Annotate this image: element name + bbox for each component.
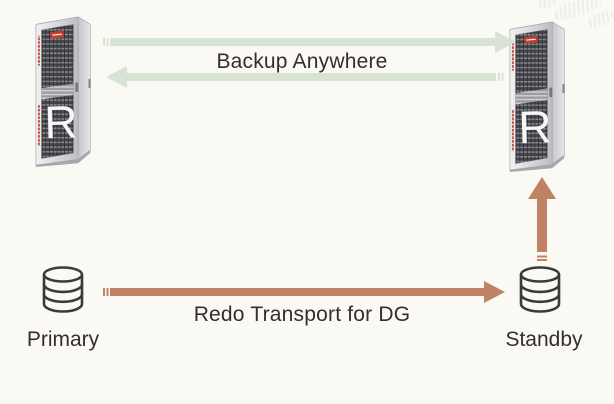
appliance-r-logo: R: [517, 100, 553, 154]
arrow-head: [484, 281, 505, 303]
standby-label: Standby: [505, 328, 583, 351]
redo-transport-label: Redo Transport for DG: [193, 303, 411, 326]
arrow-head: [106, 66, 127, 88]
arrow-head: [528, 177, 556, 199]
arrow-head: [495, 31, 516, 53]
arrow-shaft: [110, 38, 496, 46]
database-icon-primary: [41, 265, 85, 314]
arrow-tail: [537, 254, 547, 261]
recovery-appliance-left: R: [33, 15, 97, 167]
recovery-appliance-right: R: [507, 20, 571, 172]
appliance-r-logo: R: [43, 95, 79, 149]
arrow-tail: [103, 288, 109, 296]
backup-anywhere-label: Backup Anywhere: [216, 50, 388, 73]
arrow-tail: [498, 73, 504, 81]
arrow-shaft: [537, 198, 547, 252]
arrow-shaft: [126, 73, 496, 81]
primary-label: Primary: [26, 328, 100, 351]
arrow-tail: [103, 38, 109, 46]
database-icon-standby: [518, 265, 562, 314]
arrow-shaft: [110, 288, 484, 296]
